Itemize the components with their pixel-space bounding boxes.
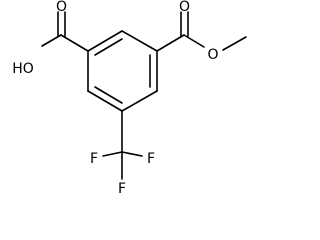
ester-carbonyl-oxygen-label: O (179, 0, 190, 15)
acid-hydroxyl-label: HO (12, 61, 34, 77)
ring-double-bond (94, 86, 123, 104)
trifluoromethyl-group: F F F (90, 110, 155, 197)
fluorine-right-label: F (147, 151, 155, 167)
bond (41, 34, 62, 47)
ring-bond (87, 30, 123, 52)
bond (183, 34, 205, 48)
carboxylic-acid-group: O HO (12, 0, 89, 77)
ring-bond (121, 90, 158, 112)
benzene-ring (87, 30, 158, 112)
ring-double-bond (94, 38, 123, 56)
fluorine-bottom-label: F (118, 181, 126, 197)
ring-bond (121, 30, 158, 52)
acid-carbonyl-oxygen-label: O (56, 0, 67, 15)
ester-ether-oxygen-label: O (207, 47, 218, 63)
bond (222, 36, 247, 51)
bond (121, 151, 143, 157)
bond (156, 34, 185, 52)
fluorine-left-label: F (90, 151, 98, 167)
bond (102, 151, 123, 157)
molecule-diagram: O HO O O F F F (12, 0, 247, 197)
bond (60, 34, 89, 52)
methyl-ester-group: O O (156, 0, 247, 63)
ring-bond (87, 90, 123, 112)
